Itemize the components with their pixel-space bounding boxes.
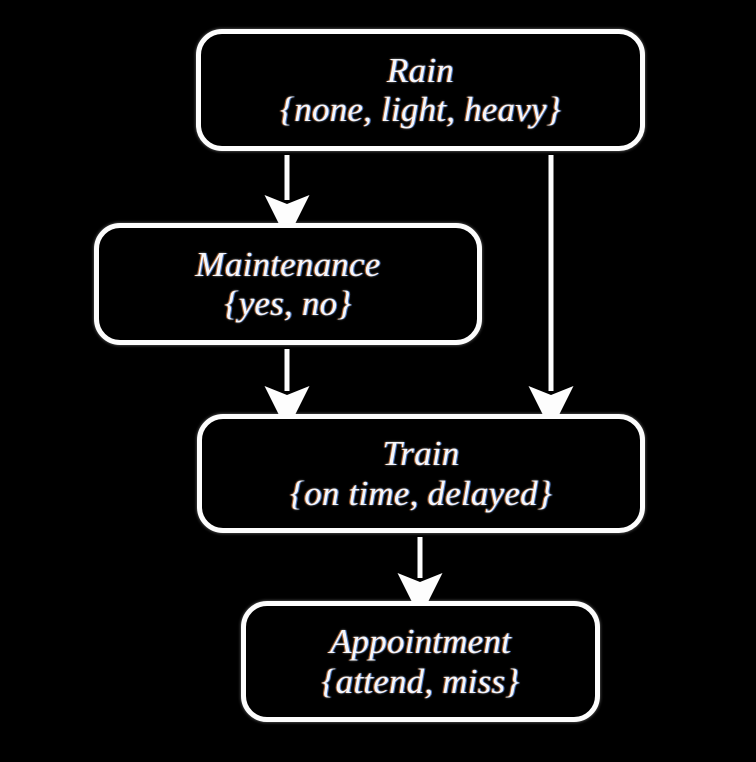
node-appointment-title: Appointment (329, 622, 512, 662)
node-rain-title: Rain (387, 50, 454, 90)
node-rain[interactable]: Rain {none, light, heavy} (196, 29, 645, 151)
node-appointment-states: {attend, miss} (321, 661, 520, 701)
node-maintenance-title: Maintenance (195, 244, 381, 284)
node-maintenance[interactable]: Maintenance {yes, no} (94, 223, 482, 345)
node-rain-states: {none, light, heavy} (280, 90, 561, 129)
node-train-title: Train (382, 434, 460, 474)
node-maintenance-states: {yes, no} (224, 284, 352, 323)
node-appointment[interactable]: Appointment {attend, miss} (241, 601, 600, 722)
node-train[interactable]: Train {on time, delayed} (197, 414, 645, 533)
node-train-states: {on time, delayed} (290, 473, 552, 513)
